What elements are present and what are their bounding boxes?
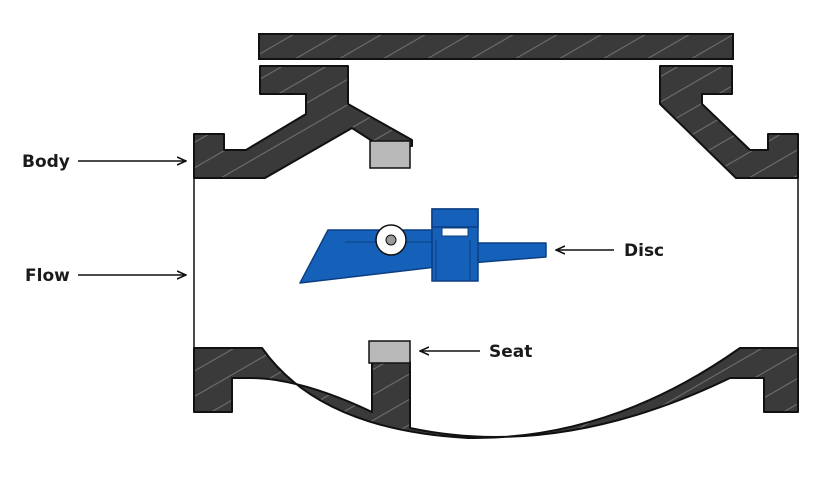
label-disc: Disc (624, 241, 664, 261)
hinge-stop-block (369, 140, 411, 169)
disc-nut-slot (441, 227, 469, 237)
label-flow: Flow (25, 266, 70, 286)
label-seat: Seat (489, 342, 532, 362)
disc (299, 208, 547, 284)
pivot-pin-center (385, 234, 397, 246)
seat (368, 340, 411, 364)
bonnet-cover (258, 33, 734, 60)
valve-body-lower (193, 347, 799, 440)
valve-body-upper-right (659, 65, 799, 179)
disc-arm (299, 229, 547, 284)
disc-nut-top (431, 208, 479, 228)
label-body: Body (22, 152, 70, 172)
